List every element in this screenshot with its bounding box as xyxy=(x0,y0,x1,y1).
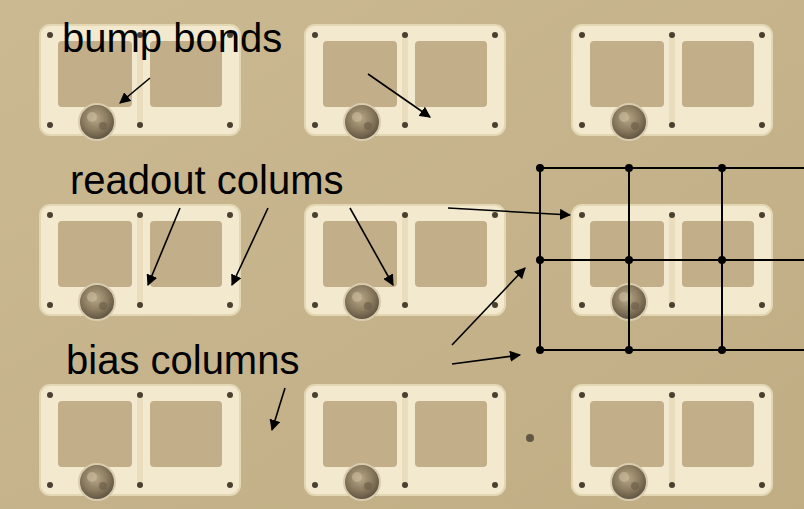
callout-label: bump bonds xyxy=(62,16,282,60)
grid-nodes xyxy=(536,164,726,354)
callout-label: bias columns xyxy=(66,338,299,382)
pixel-cells xyxy=(40,25,772,500)
schematic-grid xyxy=(540,168,804,350)
callout-label: readout colums xyxy=(70,158,343,202)
